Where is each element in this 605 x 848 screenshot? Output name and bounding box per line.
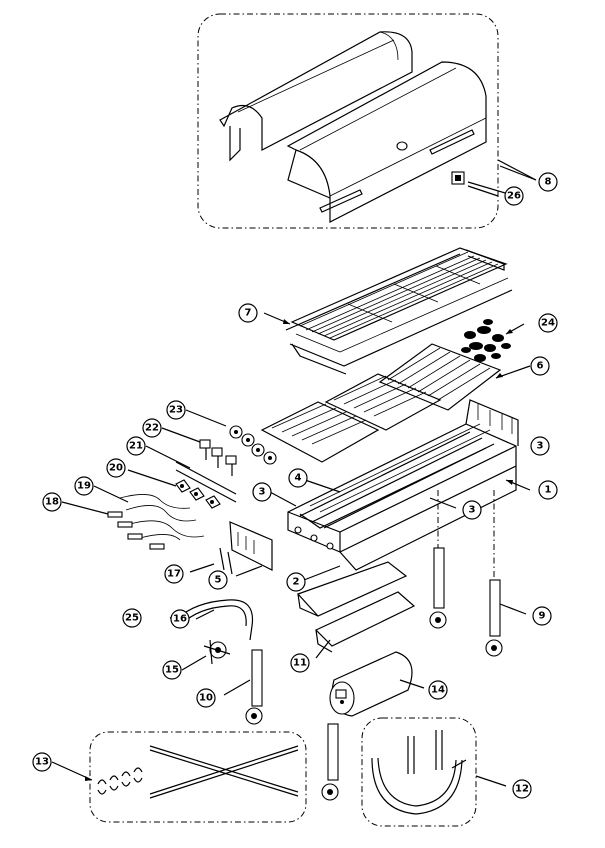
lid-left-half <box>219 31 413 151</box>
firebox-side-panel <box>465 399 519 446</box>
svg-text:11: 11 <box>293 658 307 669</box>
svg-text:22: 22 <box>145 423 159 434</box>
leader-lines <box>51 165 537 787</box>
igniter-wires-19 <box>119 494 205 541</box>
callout-5: 5 <box>208 570 228 590</box>
svg-text:17: 17 <box>167 569 181 580</box>
svg-text:3: 3 <box>469 505 476 516</box>
svg-text:12: 12 <box>515 784 529 795</box>
callout-6: 6 <box>530 356 550 376</box>
callout-8: 8 <box>538 172 558 192</box>
orifices-23 <box>229 425 277 465</box>
firebox-1 <box>287 399 519 571</box>
propane-tank-14 <box>329 651 413 717</box>
burner-tube-4 <box>299 431 471 517</box>
leg-right-front-9 <box>433 547 445 609</box>
svg-text:3: 3 <box>259 487 266 498</box>
svg-text:23: 23 <box>169 405 183 416</box>
callout-17: 17 <box>164 564 184 584</box>
svg-text:8: 8 <box>545 177 552 188</box>
svg-text:25: 25 <box>125 613 139 624</box>
svg-text:20: 20 <box>109 463 123 474</box>
callout-25: 25 <box>122 608 142 628</box>
callout-18: 18 <box>42 492 62 512</box>
svg-text:15: 15 <box>165 665 179 676</box>
callout-10: 10 <box>196 688 216 708</box>
rock-grates-6 <box>260 343 502 463</box>
svg-text:13: 13 <box>35 757 49 768</box>
callout-12: 12 <box>512 779 532 799</box>
callout-20: 20 <box>106 458 126 478</box>
callout-15: 15 <box>162 660 182 680</box>
lid-right-half <box>286 61 487 223</box>
svg-text:5: 5 <box>215 575 222 586</box>
svg-text:14: 14 <box>431 685 445 696</box>
svg-text:1: 1 <box>545 485 552 496</box>
callouts: 1 2 3 3 3 4 5 6 7 8 9 10 11 12 13 14 15 … <box>32 172 558 799</box>
tank-holder-12 <box>361 717 477 827</box>
svg-text:9: 9 <box>539 611 546 622</box>
svg-text:10: 10 <box>199 693 213 704</box>
callout-26: 26 <box>504 186 524 206</box>
svg-text:21: 21 <box>129 441 143 452</box>
lid-assembly <box>197 13 537 229</box>
svg-text:4: 4 <box>295 473 302 484</box>
control-bracket-5 <box>219 521 273 575</box>
callout-16: 16 <box>170 609 190 629</box>
callout-2: 2 <box>286 572 306 592</box>
gas-hose-16 <box>177 599 254 641</box>
svg-text:26: 26 <box>507 191 521 202</box>
spring-17 <box>219 547 233 575</box>
electrodes-18 <box>107 511 165 550</box>
callout-4: 4 <box>288 468 308 488</box>
svg-text:2: 2 <box>293 577 300 588</box>
legs <box>245 490 503 801</box>
lid-enclosure <box>197 13 499 229</box>
leg-right-rear-9 <box>489 579 501 637</box>
callout-3-side: 3 <box>530 436 550 456</box>
control-knobs-20 <box>175 479 221 509</box>
leg-center <box>327 723 339 781</box>
callout-9: 9 <box>532 606 552 626</box>
svg-text:6: 6 <box>537 361 544 372</box>
callout-3-right: 3 <box>462 500 482 520</box>
callout-19: 19 <box>74 476 94 496</box>
callout-14: 14 <box>428 680 448 700</box>
leg-left-10 <box>251 649 263 707</box>
callout-11: 11 <box>290 653 310 673</box>
callout-24: 24 <box>538 313 558 333</box>
manifold-pipe-21 <box>175 461 237 495</box>
callout-22: 22 <box>142 418 162 438</box>
callout-7: 7 <box>238 303 258 323</box>
svg-text:19: 19 <box>77 481 91 492</box>
hose-regulator <box>169 599 254 665</box>
callout-21: 21 <box>126 436 146 456</box>
lava-rocks-24 <box>461 319 511 362</box>
svg-text:7: 7 <box>245 308 252 319</box>
svg-text:3: 3 <box>537 441 544 452</box>
svg-text:24: 24 <box>541 318 555 329</box>
callout-3-left: 3 <box>252 482 272 502</box>
valves-22 <box>199 439 237 476</box>
callout-23: 23 <box>166 400 186 420</box>
callout-1: 1 <box>538 480 558 500</box>
lid-thermometer-hole <box>396 141 408 151</box>
cross-braces-13 <box>89 731 307 823</box>
valve-assembly <box>107 425 277 550</box>
callout-13: 13 <box>32 752 52 772</box>
side-shelves-11 <box>296 561 416 653</box>
cooking-grid-7 <box>285 247 513 375</box>
svg-text:18: 18 <box>45 497 59 508</box>
svg-text:16: 16 <box>173 614 187 625</box>
